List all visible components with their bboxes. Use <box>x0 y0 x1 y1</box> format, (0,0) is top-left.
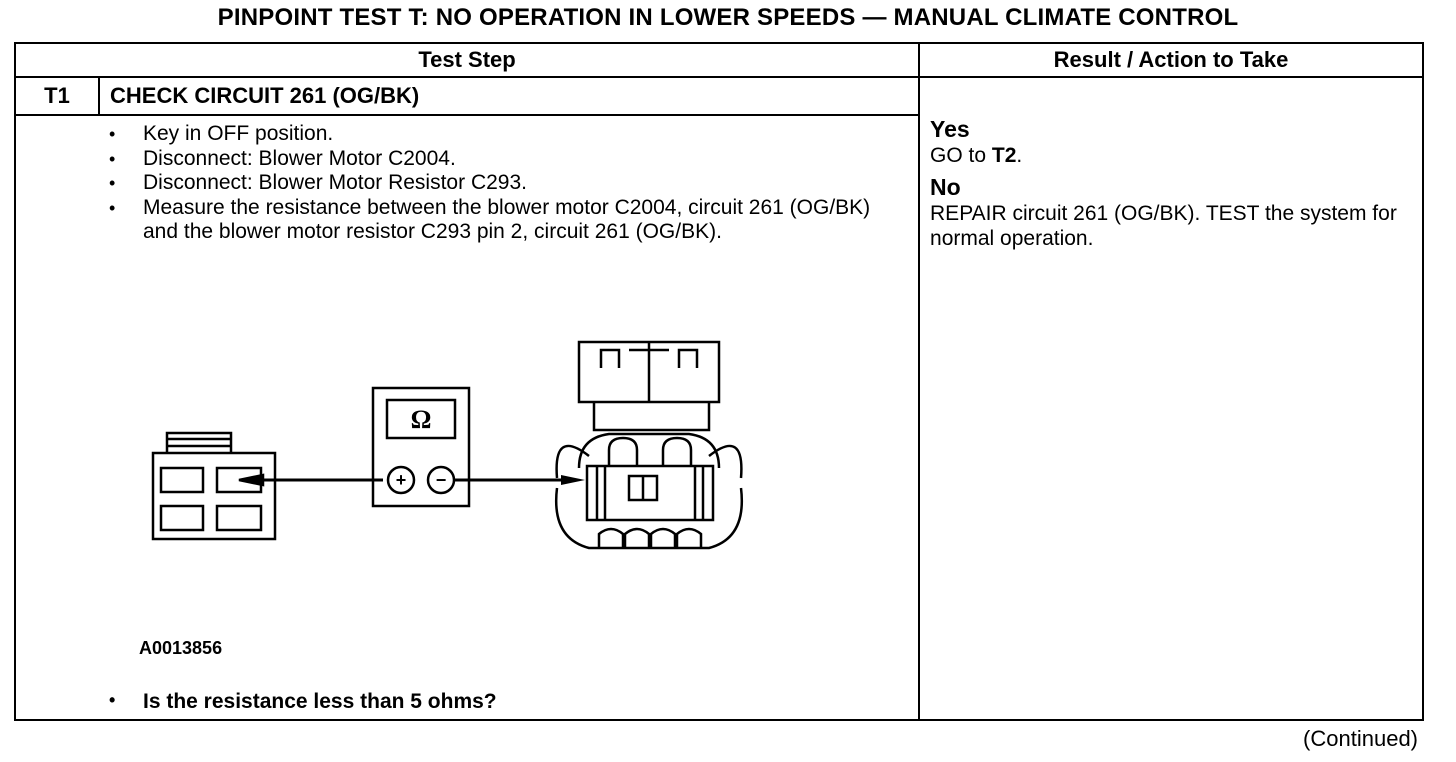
page-title: PINPOINT TEST T: NO OPERATION IN LOWER S… <box>217 4 1239 31</box>
instruction-item: Disconnect: Blower Motor C2004. <box>109 147 918 172</box>
instruction-item: Disconnect: Blower Motor Resistor C293. <box>109 171 918 196</box>
step-body: Key in OFF position. Disconnect: Blower … <box>99 114 921 721</box>
result-cell: Yes GO to T2. No REPAIR circuit 261 (OG/… <box>918 76 1425 721</box>
figure-id: A0013856 <box>139 638 223 658</box>
instruction-item: Measure the resistance between the blowe… <box>109 196 918 245</box>
result-no-action: REPAIR circuit 261 (OG/BK). TEST the sys… <box>930 202 1397 250</box>
step-title: CHECK CIRCUIT 261 (OG/BK) <box>97 76 921 116</box>
instruction-item: Key in OFF position. <box>109 122 918 147</box>
result-yes-label: Yes <box>930 116 970 142</box>
continued-label: (Continued) <box>1303 726 1418 751</box>
result-yes-action: GO to T2. <box>930 143 1422 168</box>
plus-terminal: + <box>396 470 407 490</box>
ohmmeter-diagram: Ω + − <box>151 340 744 550</box>
connector-c2004-icon <box>151 431 277 541</box>
yes-prefix: GO to <box>930 144 992 167</box>
test-question: Is the resistance less than 5 ohms? <box>99 690 497 714</box>
step-id: T1 <box>14 76 100 116</box>
yes-suffix: . <box>1016 144 1023 167</box>
step-instructions: Key in OFF position. Disconnect: Blower … <box>99 122 918 245</box>
resistor-connector-c293-icon <box>554 340 744 550</box>
yes-target-link[interactable]: T2 <box>991 144 1017 167</box>
ohmmeter-icon: Ω + − <box>371 386 471 508</box>
pinpoint-test-table: Test Step Result / Action to Take T1 CHE… <box>13 42 1425 721</box>
header-result: Result / Action to Take <box>918 42 1425 78</box>
minus-terminal: − <box>436 470 447 490</box>
ohm-symbol: Ω <box>411 405 432 434</box>
header-test-step: Test Step <box>13 42 921 78</box>
result-no-label: No <box>930 174 961 200</box>
step-body-gutter <box>14 114 99 721</box>
